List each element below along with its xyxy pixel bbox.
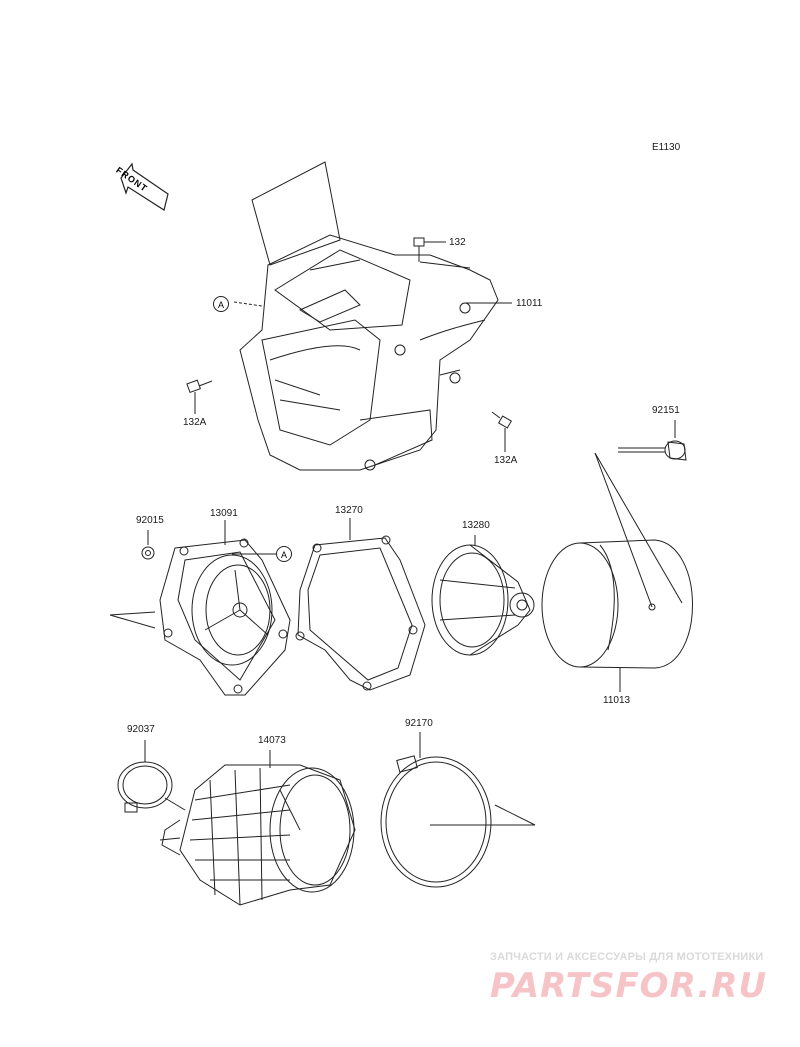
band-clamp-92170: [380, 732, 536, 888]
bolt-132a-left: [186, 379, 213, 414]
part-label-132a-right: 132A: [494, 455, 518, 466]
nut-92015: [141, 530, 155, 560]
front-direction-arrow: [120, 162, 169, 211]
part-label-92037: 92037: [127, 724, 155, 735]
part-label-92151: 92151: [652, 405, 680, 416]
gasket-13270: [295, 518, 426, 691]
part-label-11013: 11013: [603, 695, 631, 706]
bolt-132a-right: [491, 411, 513, 452]
part-label-92015: 92015: [136, 515, 164, 526]
part-label-132: 132: [449, 237, 466, 248]
watermark-logo: PARTSFOR.RU: [490, 966, 768, 1006]
clamp-92037: [117, 740, 186, 813]
part-label-13091: 13091: [210, 508, 238, 519]
part-label-92170: 92170: [405, 718, 433, 729]
intake-duct-14073: [159, 750, 356, 906]
bolt-132: [413, 237, 446, 262]
element-frame-13280: [431, 535, 535, 656]
watermark-tagline: ЗАПЧАСТИ И АКСЕССУАРЫ ДЛЯ МОТОТЕХНИКИ: [490, 951, 764, 963]
air-filter-element-11013: [541, 452, 693, 692]
wing-bolt-92151: [618, 420, 687, 461]
part-label-14073: 14073: [258, 735, 286, 746]
holder-plate-13091: [159, 520, 291, 696]
part-label-11011: 11011: [516, 298, 543, 309]
part-label-13270: 13270: [335, 505, 363, 516]
air-box-housing-11011: [239, 161, 499, 471]
diagram-code: E1130: [652, 142, 681, 153]
callout-marker-a-bottom: A: [276, 546, 292, 562]
part-label-13280: 13280: [462, 520, 490, 531]
part-label-132a-left: 132A: [183, 417, 207, 428]
callout-marker-a-top: A: [213, 296, 229, 312]
